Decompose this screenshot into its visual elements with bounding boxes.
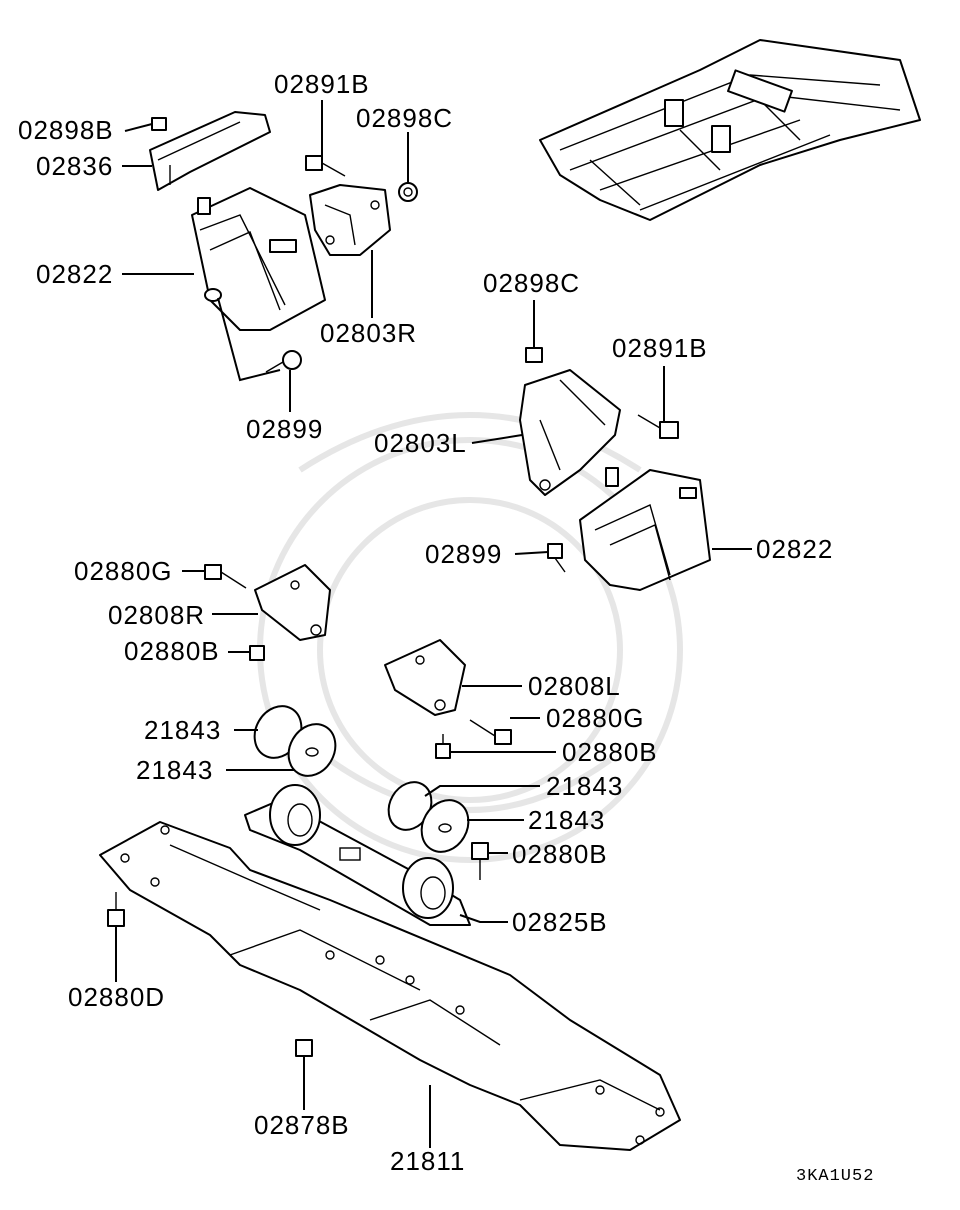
part-02878B-nut: [295, 1039, 313, 1057]
label-02822-left: 02822: [36, 259, 113, 289]
label-02898B: 02898B: [18, 115, 114, 145]
part-02880B-bolt-mid: [435, 734, 451, 759]
label-02891B-lower: 02891B: [612, 333, 708, 363]
label-02803L: 02803L: [374, 428, 467, 458]
part-02808R-bracket: [254, 564, 331, 641]
label-02880D: 02880D: [68, 982, 165, 1012]
label-21811: 21811: [390, 1146, 465, 1176]
part-02898B-nut: [151, 117, 167, 131]
label-02891B-upper: 02891B: [274, 69, 370, 99]
label-21843-d: 21843: [528, 805, 605, 835]
part-02880B-bolt-lower: [471, 842, 489, 880]
part-02899-stud-lower: [547, 543, 566, 573]
diagram-code: 3KA1U52: [796, 1167, 874, 1186]
label-21843-c: 21843: [546, 771, 623, 801]
part-02899-stud-upper: [265, 350, 302, 373]
part-02880D-bolt: [107, 892, 125, 927]
label-02878B: 02878B: [254, 1110, 350, 1140]
watermark-emblem: [257, 412, 683, 863]
label-21843-a: 21843: [144, 715, 221, 745]
label-02898C-lower: 02898C: [483, 268, 580, 298]
part-labels: 02891B 02898C 02898B 02836 02822 02803R …: [18, 69, 874, 1186]
label-02836: 02836: [36, 151, 113, 181]
label-02899-upper: 02899: [246, 414, 323, 444]
label-02898C-upper: 02898C: [356, 103, 453, 133]
leader-lines: [115, 100, 752, 1148]
label-02808L: 02808L: [528, 671, 621, 701]
part-02803R-bracket: [309, 184, 391, 256]
part-21811-crossmember: [99, 821, 681, 1151]
label-02880G-upper: 02880G: [74, 556, 173, 586]
label-02822-right: 02822: [756, 534, 833, 564]
part-02891B-bolt-upper: [305, 155, 346, 177]
part-02898C-nut-upper: [398, 182, 418, 202]
label-02880B-lower: 02880B: [512, 839, 608, 869]
label-02880B-upper: 02880B: [124, 636, 220, 666]
part-02822-left-mount: [191, 187, 326, 331]
frame-overview-drawing: [539, 39, 921, 221]
part-21843-washers: [253, 705, 470, 853]
label-02825B: 02825B: [512, 907, 608, 937]
part-02803L-bracket: [519, 369, 621, 496]
label-02803R: 02803R: [320, 318, 417, 348]
label-02899-lower: 02899: [425, 539, 502, 569]
label-02808R: 02808R: [108, 600, 205, 630]
part-02898C-nut-lower: [525, 347, 543, 363]
part-02880G-bolt-lower: [469, 719, 512, 745]
part-02880G-bolt-upper: [204, 564, 247, 589]
label-02880G-lower: 02880G: [546, 703, 645, 733]
part-02825B-insulator: [244, 784, 471, 926]
part-02822-right-mount: [579, 467, 711, 591]
part-02891B-bolt-lower: [637, 414, 679, 439]
part-02880B-bolt-upper: [249, 645, 265, 661]
part-02836-plate: [149, 111, 271, 191]
label-02880B-mid: 02880B: [562, 737, 658, 767]
part-02808L-bracket: [384, 639, 466, 716]
label-21843-b: 21843: [136, 755, 213, 785]
